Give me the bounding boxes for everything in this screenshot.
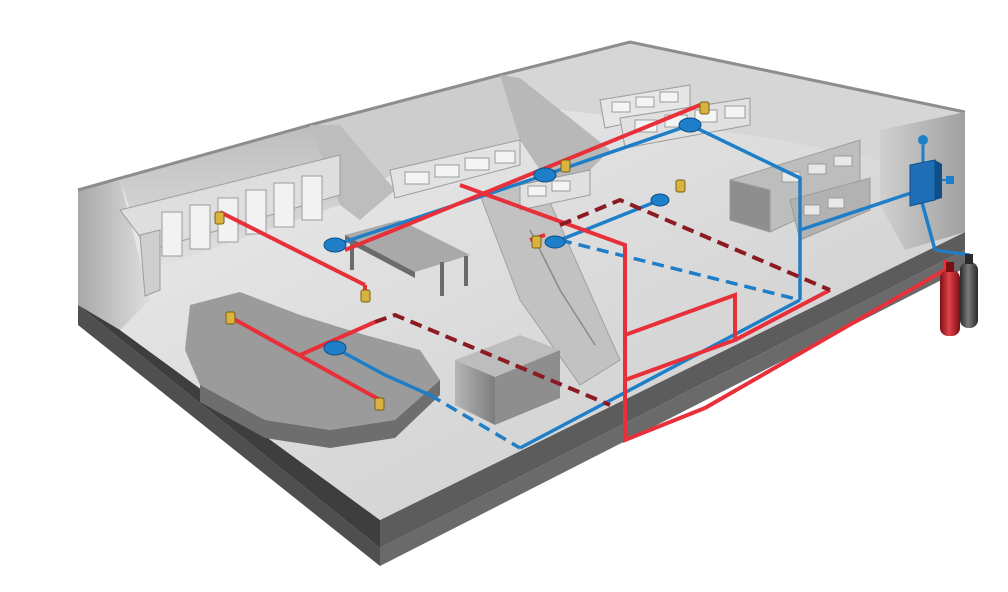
partition-wall-left	[310, 125, 395, 220]
equipment-box	[455, 335, 560, 425]
server-cabinets-middle	[389, 139, 591, 211]
detection-wiring-dashed	[429, 238, 801, 450]
sprinkler-nozzle-icon	[214, 101, 710, 411]
server-cabinets-left	[119, 154, 341, 297]
floor-slab	[78, 232, 965, 566]
suppression-piping	[219, 103, 946, 443]
left-wall	[78, 180, 150, 330]
server-cabinets-right	[599, 84, 871, 241]
smoke-detector-icon	[323, 117, 702, 356]
suppression-piping-dashed	[374, 197, 831, 407]
gas-cylinder-icon	[934, 248, 978, 336]
control-panel-icon	[909, 135, 954, 207]
partition-wall-middle	[500, 75, 610, 200]
